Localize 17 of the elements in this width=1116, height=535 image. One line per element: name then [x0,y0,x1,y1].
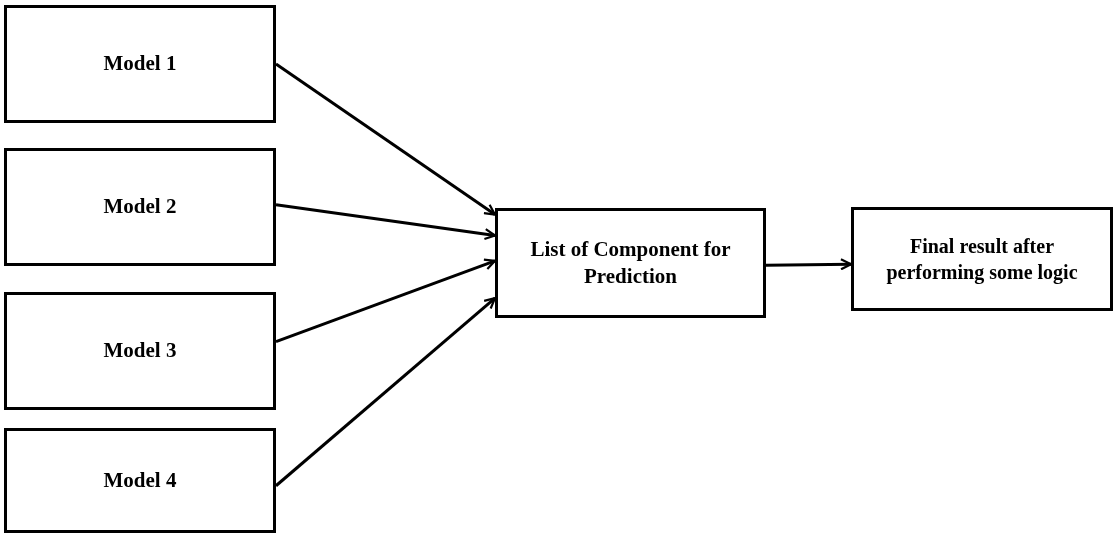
arrow [275,297,497,487]
box-label: Model 2 [103,193,177,221]
process-box [4,148,276,266]
arrow [275,203,497,241]
box-label: List of Component for Prediction [529,235,732,290]
process-box [4,292,276,410]
process-box [4,428,276,533]
box-label: Model 3 [103,337,177,365]
arrow [766,258,853,271]
arrow [275,258,497,343]
process-box [4,5,276,123]
box-label: Model 1 [103,50,177,78]
process-box [851,207,1113,311]
box-label: Model 4 [103,466,177,494]
arrow [275,62,497,216]
process-box [495,208,766,318]
box-label: Final result after performing some logic [885,234,1079,285]
